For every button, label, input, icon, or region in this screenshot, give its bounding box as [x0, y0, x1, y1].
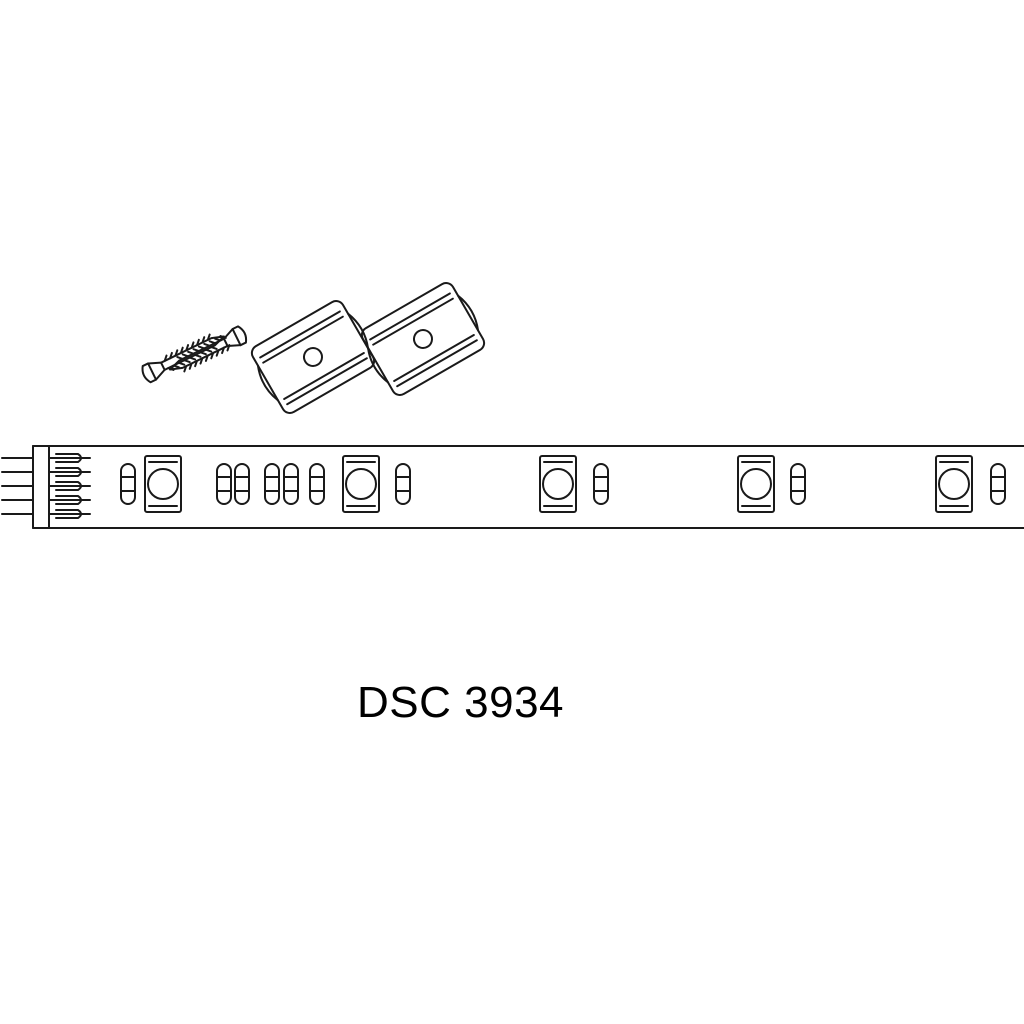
solder-pad — [48, 467, 91, 477]
led-chip-icon — [342, 455, 380, 513]
connector-pins-icon — [1, 453, 91, 519]
solder-pad — [48, 481, 91, 491]
resistor-icon — [283, 463, 299, 505]
mounting-clip-icon — [360, 282, 486, 396]
led-chip-icon — [737, 455, 775, 513]
led-chip-icon — [935, 455, 973, 513]
resistor-icon — [395, 463, 411, 505]
screw-icon — [141, 333, 225, 384]
led-strip — [32, 445, 1024, 529]
resistor-icon — [593, 463, 609, 505]
mounting-clip-icon — [250, 300, 376, 414]
resistor-icon — [790, 463, 806, 505]
resistor-icon — [120, 463, 136, 505]
solder-pad — [48, 453, 91, 463]
resistor-icon — [234, 463, 250, 505]
resistor-icon — [264, 463, 280, 505]
led-chip-icon — [539, 455, 577, 513]
resistor-icon — [990, 463, 1006, 505]
led-chip-icon — [144, 455, 182, 513]
resistor-icon — [216, 463, 232, 505]
model-number-caption: DSC 3934 — [357, 678, 565, 727]
solder-pad — [48, 495, 91, 505]
resistor-icon — [309, 463, 325, 505]
screw-icon — [169, 325, 248, 373]
solder-pad — [48, 509, 91, 519]
